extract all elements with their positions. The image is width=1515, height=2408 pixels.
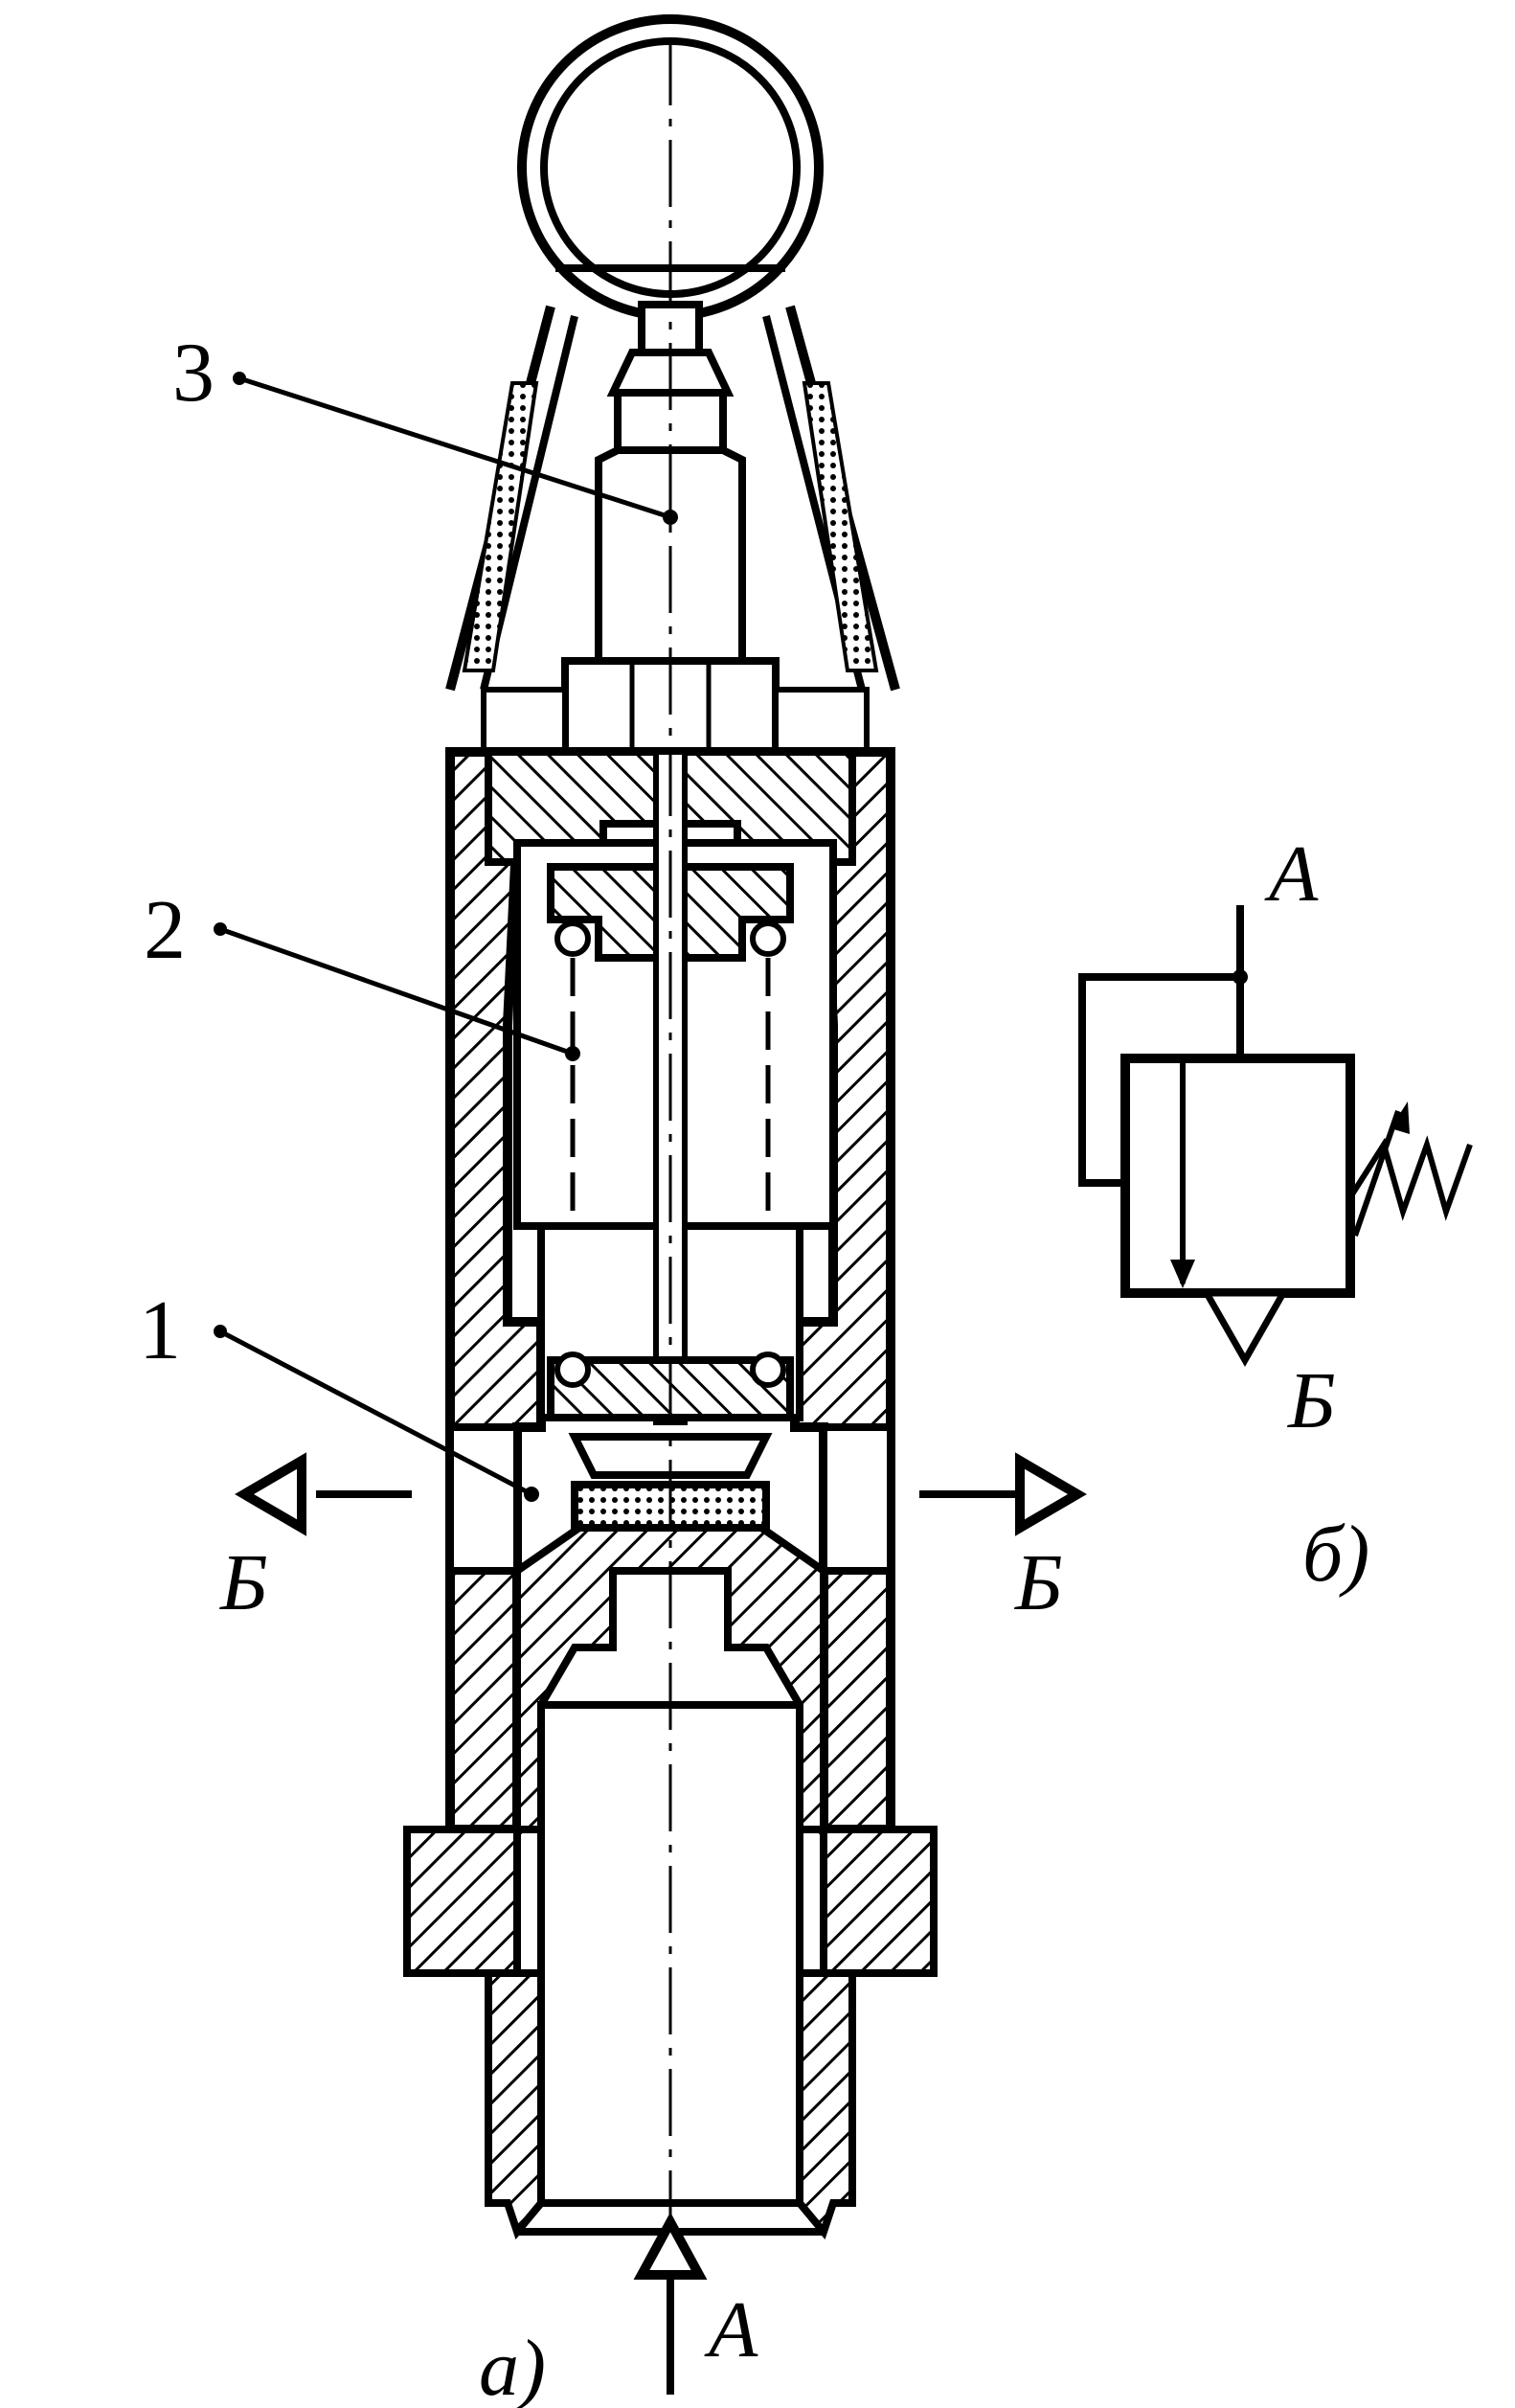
caption-a: a) [479,2324,546,2408]
leader-lines [214,372,678,1502]
part-1-label: 1 [139,1284,181,1377]
flow-arrow-in [633,2212,708,2395]
symbol-port-b-label: Б [1287,1356,1336,1445]
part-2-label: 2 [144,884,186,977]
port-b-left-label: Б [219,1538,268,1627]
symbol-port-a-label: A [1264,829,1319,919]
flow-arrow-out-left [235,1452,412,1536]
valve-body [403,38,938,2241]
part-3-label: 3 [172,327,215,420]
port-b-right-label: Б [1014,1538,1063,1627]
relief-valve-symbol [1078,905,1473,1368]
port-a-inlet-label: A [704,2285,758,2374]
flow-arrow-out-right [919,1452,1087,1536]
caption-b: б) [1302,1510,1369,1599]
